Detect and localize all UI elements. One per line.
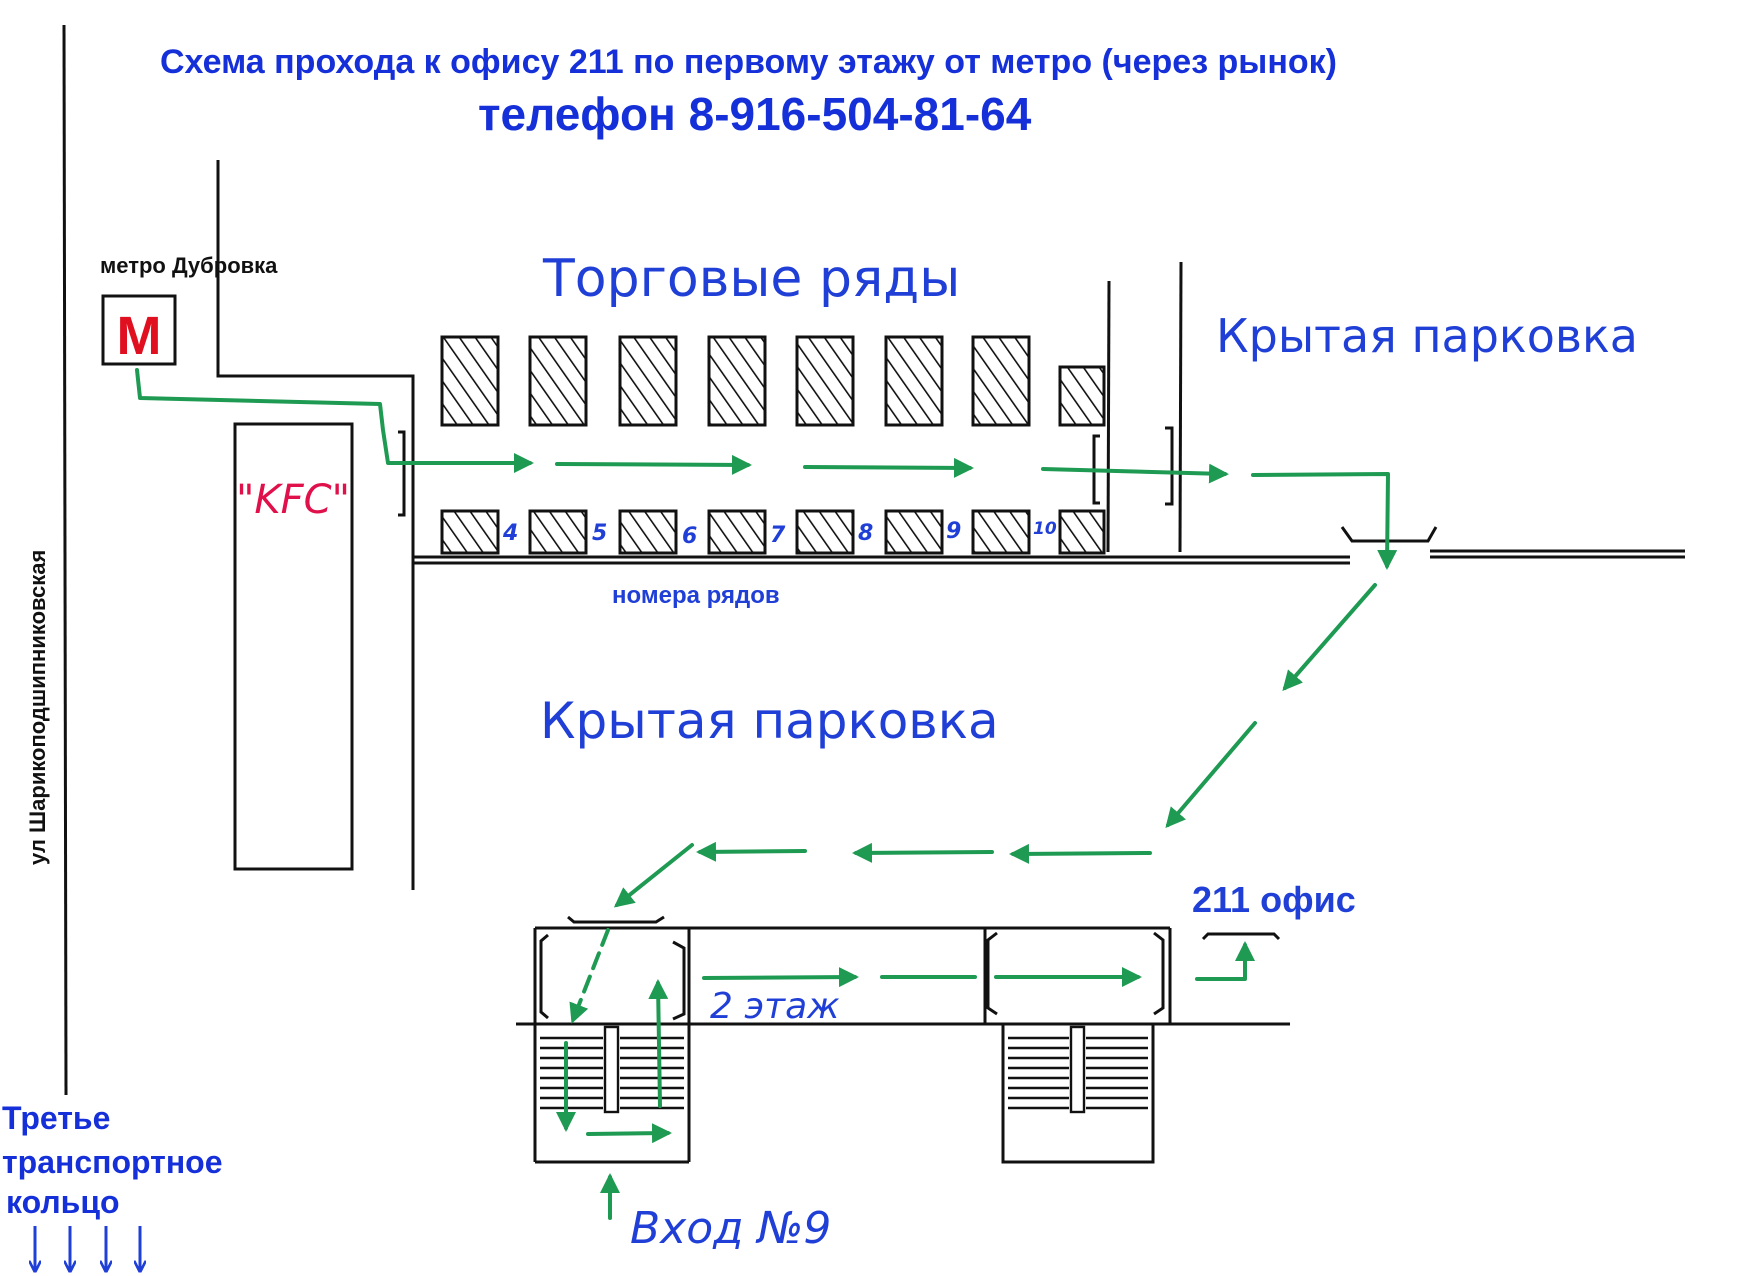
route-segment-to-gate bbox=[1251, 472, 1398, 570]
parking-boundary-wall bbox=[1178, 261, 1183, 553]
metro-logo-frame bbox=[101, 294, 177, 366]
kfc-block-outer-wall bbox=[216, 160, 415, 890]
route-segment-metro-to-market bbox=[135, 368, 534, 473]
route-segment-corridor-1 bbox=[702, 967, 859, 988]
stair-door-left bbox=[539, 933, 549, 1020]
trade-stalls bbox=[440, 335, 1106, 555]
ring-road-line-1: Третье bbox=[2, 1100, 110, 1136]
route-segment-to-entrance bbox=[613, 843, 694, 908]
route-segment-diagonal-2 bbox=[1165, 721, 1257, 829]
row-numbers: 4 5 6 7 8 9 10 bbox=[502, 519, 1057, 549]
ring-road-line-2: транспортное bbox=[2, 1144, 222, 1180]
building-entrance-door bbox=[567, 915, 665, 924]
stall-bottom bbox=[707, 509, 767, 555]
page-title: Схема прохода к офису 211 по первому эта… bbox=[160, 43, 1337, 81]
covered-parking-label-middle: Крытая парковка bbox=[540, 692, 999, 750]
metro-station-label: метро Дубровка bbox=[100, 253, 278, 278]
stall-top bbox=[971, 335, 1031, 427]
corridor-door-left bbox=[986, 931, 998, 1016]
stall-bottom bbox=[528, 509, 588, 555]
stall-bottom bbox=[971, 509, 1031, 555]
route-path bbox=[135, 368, 1398, 1220]
route-segment-left-2 bbox=[852, 842, 994, 863]
route-segment-left-3 bbox=[696, 841, 807, 862]
route-segment-left-1 bbox=[1009, 843, 1152, 864]
market-exit-door-right bbox=[1165, 426, 1174, 506]
office-211-label: 211 офис bbox=[1192, 879, 1356, 920]
row-number: 9 bbox=[946, 519, 961, 544]
row-number: 6 bbox=[682, 524, 697, 549]
office-building bbox=[516, 915, 1290, 1164]
route-segment-market-exit bbox=[1041, 463, 1229, 484]
stall-bottom bbox=[618, 509, 678, 555]
market-entrance-door bbox=[398, 430, 406, 517]
stall-top bbox=[440, 335, 500, 427]
entrance-9-label: Вход №9 bbox=[630, 1203, 831, 1254]
ring-road-direction-arrows bbox=[35, 1226, 140, 1270]
kfc-label: "KFC" bbox=[236, 477, 350, 523]
staircase-right bbox=[1008, 1025, 1148, 1114]
walls bbox=[62, 24, 1685, 1096]
stall-bottom bbox=[884, 509, 944, 555]
stall-bottom bbox=[795, 509, 855, 555]
route-segment-to-office bbox=[1195, 941, 1255, 981]
row-number: 4 bbox=[502, 521, 518, 546]
row-number: 5 bbox=[592, 521, 607, 546]
stall-top bbox=[528, 335, 588, 427]
ring-road-label: Третье транспортное кольцо bbox=[2, 1100, 222, 1220]
stall-top bbox=[618, 335, 678, 427]
staircase-left bbox=[540, 1025, 684, 1114]
second-floor-label: 2 этаж bbox=[710, 986, 840, 1027]
office-211-door bbox=[1201, 932, 1281, 941]
route-segment-stair-up bbox=[648, 979, 669, 1108]
route-segment-market-1 bbox=[555, 454, 752, 475]
stall-top bbox=[1058, 365, 1106, 427]
metro-m-icon: М bbox=[117, 306, 162, 366]
row-number: 8 bbox=[858, 521, 873, 546]
route-segment-market-2 bbox=[803, 457, 974, 478]
market-end-wall bbox=[1106, 280, 1111, 553]
trade-rows-label: Торговые ряды bbox=[542, 249, 960, 309]
stall-top bbox=[884, 335, 944, 427]
ring-road-line-3: кольцо bbox=[6, 1184, 120, 1220]
street-line bbox=[62, 24, 68, 1096]
route-segment-stair-cross bbox=[586, 1123, 672, 1144]
row-number: 10 bbox=[1033, 519, 1057, 539]
kfc-building bbox=[233, 422, 354, 871]
route-segment-stair-down bbox=[569, 928, 610, 1024]
stall-bottom bbox=[1058, 509, 1106, 555]
corridor-door-right bbox=[1153, 931, 1165, 1016]
stair-door-right bbox=[672, 940, 686, 1021]
covered-parking-label-top: Крытая парковка bbox=[1216, 309, 1638, 363]
parking-gate bbox=[1340, 526, 1438, 543]
stall-top bbox=[795, 335, 855, 427]
row-number: 7 bbox=[770, 523, 786, 548]
stall-top bbox=[707, 335, 767, 427]
second-stairwell bbox=[1001, 1024, 1155, 1164]
stall-bottom bbox=[440, 509, 500, 555]
route-segment-diagonal-1 bbox=[1282, 583, 1377, 692]
street-name-label: ул Шарикоподшипниковская bbox=[25, 550, 50, 865]
phone-number: телефон 8-916-504-81-64 bbox=[478, 88, 1032, 140]
metro-logo: М bbox=[101, 294, 177, 366]
row-numbers-caption: номера рядов bbox=[612, 582, 780, 609]
